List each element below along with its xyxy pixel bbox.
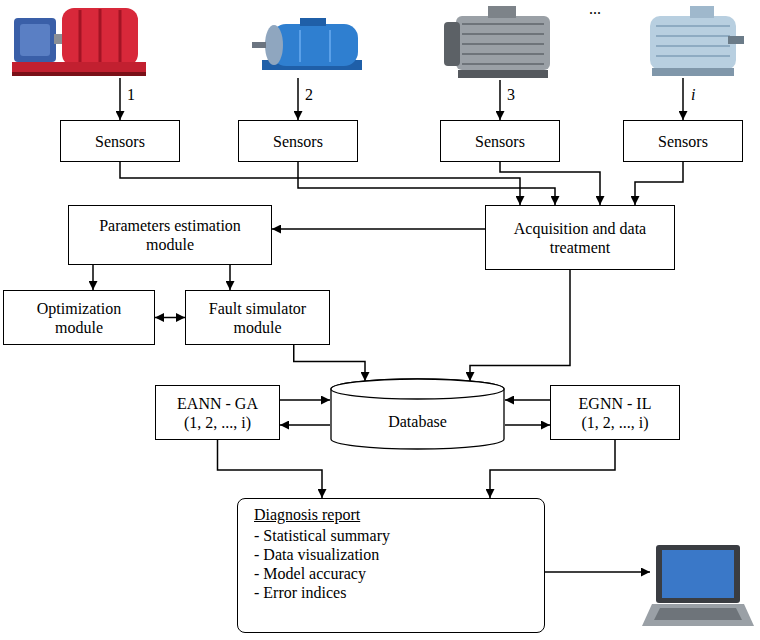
report-heading: Diagnosis report [254, 505, 360, 524]
flow-arrow [298, 162, 555, 205]
induction-motor [650, 6, 744, 76]
flow-arrow [92, 265, 94, 290]
flow-arrow [294, 345, 365, 381]
node-text: (1, 2, ..., i) [581, 413, 648, 432]
database-cylinder: Database [330, 378, 505, 450]
report-arrow [545, 571, 650, 573]
flow-arrow [505, 399, 550, 401]
flow-arrow [280, 424, 330, 426]
sensor-arrows [120, 78, 683, 120]
flow-arrow [635, 162, 683, 205]
flow-arrow [218, 440, 323, 498]
grey-motor [444, 6, 550, 78]
process-box: Fault simulator module [185, 290, 330, 345]
model-box: EANN - GA(1, 2, ..., i) [155, 385, 280, 440]
node-text: EGNN - IL [579, 394, 652, 413]
node-text: Sensors [273, 132, 323, 151]
sensor-box: Sensors [238, 120, 358, 162]
sensor-box: Sensors [440, 120, 560, 162]
model-box: EGNN - IL(1, 2, ..., i) [550, 385, 680, 440]
turbine-generator [12, 8, 146, 76]
report-item: - Data visualization [254, 545, 379, 564]
flow-arrow [155, 317, 185, 319]
node-text: (1, 2, ..., i) [184, 413, 251, 432]
process-box: Acquisition and data treatment [485, 205, 675, 270]
process-box: Optimization module [3, 290, 155, 345]
flow-arrow [229, 265, 231, 290]
callout-number: 3 [506, 86, 516, 104]
node-text: Sensors [658, 132, 708, 151]
sensor-box: Sensors [60, 120, 180, 162]
node-text: Sensors [95, 132, 145, 151]
process-box: Parameters estimation module [68, 205, 272, 265]
sensor-box: Sensors [623, 120, 743, 162]
node-text: Parameters estimation module [77, 216, 263, 254]
flow-arrow [490, 440, 615, 498]
ellipsis: ... [588, 0, 602, 18]
node-text: Optimization module [12, 299, 146, 337]
report-item: - Model accuracy [254, 564, 366, 583]
node-text: EANN - GA [177, 394, 258, 413]
flow-arrow [120, 162, 520, 205]
node-text: Database [388, 412, 447, 431]
flow-arrow [272, 228, 485, 230]
report-item: - Error indices [254, 583, 346, 602]
flow-arrow [280, 399, 330, 401]
flow-arrow [500, 162, 600, 205]
callout-number: 2 [304, 86, 314, 104]
laptop [545, 545, 754, 626]
callout-number: 1 [126, 86, 136, 104]
callout-number: i [690, 86, 696, 104]
generator [252, 18, 362, 70]
node-text: Acquisition and data treatment [494, 219, 666, 257]
report-item: - Statistical summary [254, 526, 390, 545]
node-text: Sensors [475, 132, 525, 151]
node-text: Fault simulator module [194, 299, 321, 337]
report-box: Diagnosis report - Statistical summary- D… [237, 498, 545, 633]
flow-arrow [470, 270, 570, 381]
flow-arrow [505, 424, 550, 426]
